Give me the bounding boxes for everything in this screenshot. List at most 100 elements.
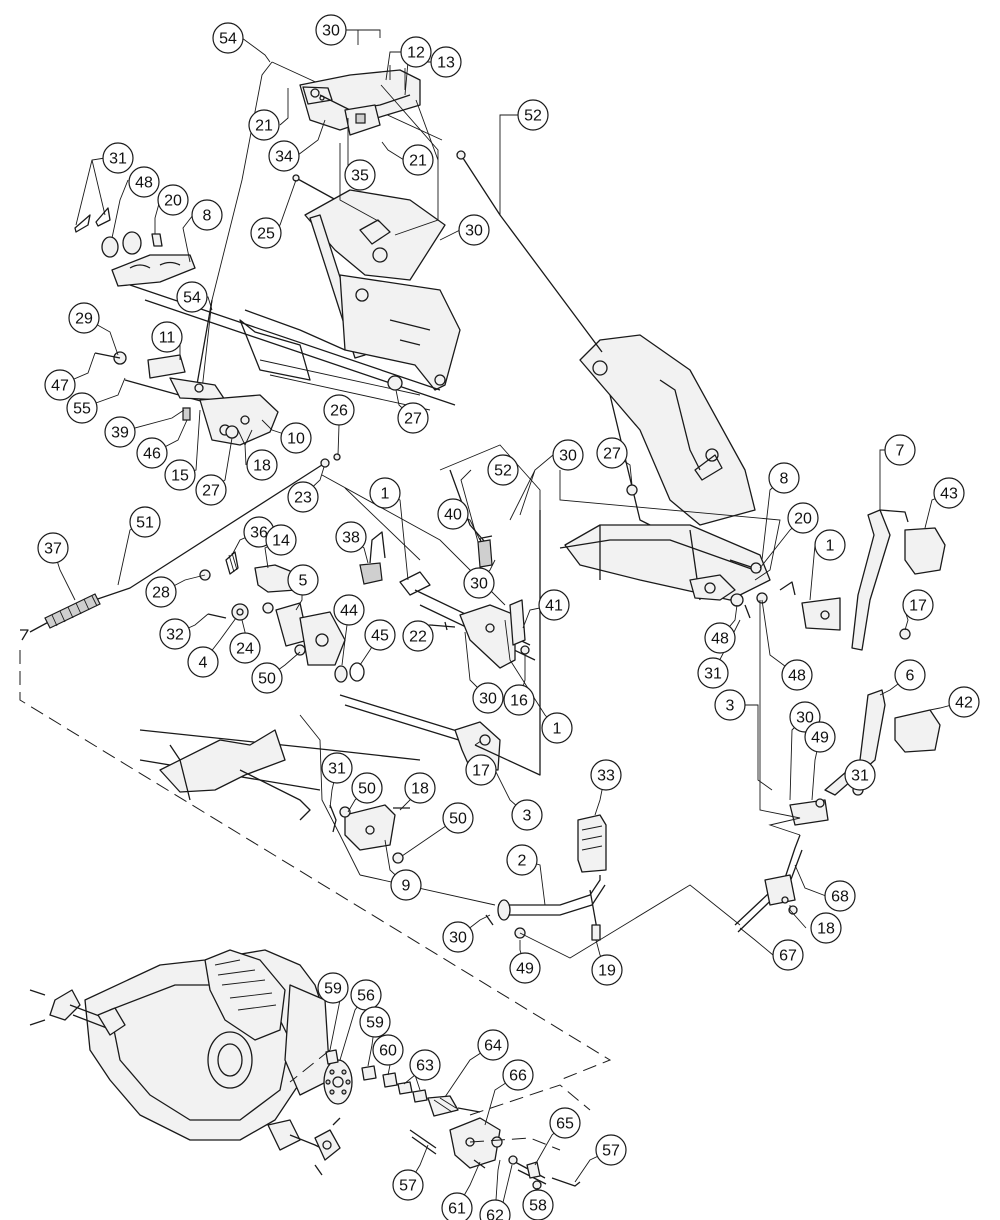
callout-38: 38 [335,521,367,553]
callout-48: 48 [781,659,813,691]
callout-number: 65 [556,1116,574,1133]
callout-balloon [321,752,353,784]
callout-67: 67 [772,939,804,971]
callout-number: 1 [826,538,835,555]
callout-balloon [804,721,836,753]
callout-balloon [787,502,819,534]
callout-number: 25 [257,226,275,243]
rod-67-68 [734,834,803,933]
bracket-9 [329,804,410,864]
callout-balloon [390,869,422,901]
callout-number: 49 [811,730,829,747]
callout-6: 6 [894,659,926,691]
callout-37: 37 [37,532,69,564]
callout-number: 21 [409,153,427,170]
callout-number: 51 [136,515,154,532]
callout-number: 32 [166,627,184,644]
callout-47: 47 [44,369,76,401]
callout-9: 9 [390,869,422,901]
callout-number: 30 [559,448,577,465]
callout-number: 3 [726,698,735,715]
callout-number: 34 [275,149,293,166]
callout-balloon [66,392,98,424]
callout-42: 42 [948,686,980,718]
callout-4: 4 [187,646,219,678]
brake-plate-group [199,551,346,666]
callout-balloon [176,281,208,313]
callout-number: 14 [272,533,290,550]
callout-balloon [509,952,541,984]
callout-20: 20 [787,502,819,534]
cable-51-spring-37 [20,453,341,641]
callout-54: 54 [176,281,208,313]
callout-number: 30 [449,930,467,947]
callout-balloon [191,199,223,231]
callout-number: 1 [553,721,562,738]
callout-23: 23 [287,481,319,513]
callout-balloon [506,844,538,876]
callout-30: 30 [442,921,474,953]
callout-number: 28 [152,585,170,602]
callout-balloon [437,498,469,530]
callout-balloon [136,437,168,469]
callout-30: 30 [315,14,347,46]
callout-number: 29 [75,311,93,328]
shaft-1-linkage [399,535,536,669]
callout-number: 16 [510,693,528,710]
callout-number: 30 [796,710,814,727]
callout-balloon [409,1049,441,1081]
callout-number: 52 [494,463,512,480]
callout-balloon [315,14,347,46]
callout-44: 44 [333,594,365,626]
callout-12: 12 [400,36,432,68]
callout-50: 50 [251,662,283,694]
callout-1: 1 [369,477,401,509]
callout-54: 54 [212,22,244,54]
callout-number: 8 [203,208,212,225]
callout-26: 26 [323,394,355,426]
callout-balloon [317,972,349,1004]
callout-balloon [151,321,183,353]
callout-63: 63 [409,1049,441,1081]
callout-number: 39 [111,425,129,442]
callout-balloon [323,394,355,426]
callout-number: 17 [472,763,490,780]
caliper-components [325,1049,581,1190]
pedal-rod-2 [485,875,606,941]
callout-55: 55 [66,392,98,424]
callout-number: 6 [906,668,915,685]
washers-44-45 [334,662,365,683]
callout-balloon [404,772,436,804]
callout-59: 59 [359,1006,391,1038]
callout-48: 48 [704,622,736,654]
callout-22: 22 [402,620,434,652]
callout-number: 37 [44,541,62,558]
callout-number: 48 [711,631,729,648]
callout-10: 10 [280,422,312,454]
callout-8: 8 [191,199,223,231]
transaxle [29,949,341,1176]
callout-16: 16 [503,684,535,716]
callout-balloon [781,659,813,691]
cable-52 [460,154,603,353]
callout-68: 68 [824,880,856,912]
callout-balloon [68,302,100,334]
callout-number: 20 [794,511,812,528]
callout-number: 58 [529,1198,547,1215]
callout-number: 57 [602,1143,620,1160]
callout-17: 17 [902,589,934,621]
callout-number: 27 [603,446,621,463]
callout-balloon [44,369,76,401]
callout-number: 27 [404,411,422,428]
callout-number: 8 [780,471,789,488]
callout-balloon [552,439,584,471]
callout-balloon [246,449,278,481]
callout-balloon [287,481,319,513]
callout-number: 35 [351,168,369,185]
callout-balloon [768,462,800,494]
callout-number: 18 [411,781,429,798]
callout-number: 30 [465,223,483,240]
callout-balloon [503,684,535,716]
